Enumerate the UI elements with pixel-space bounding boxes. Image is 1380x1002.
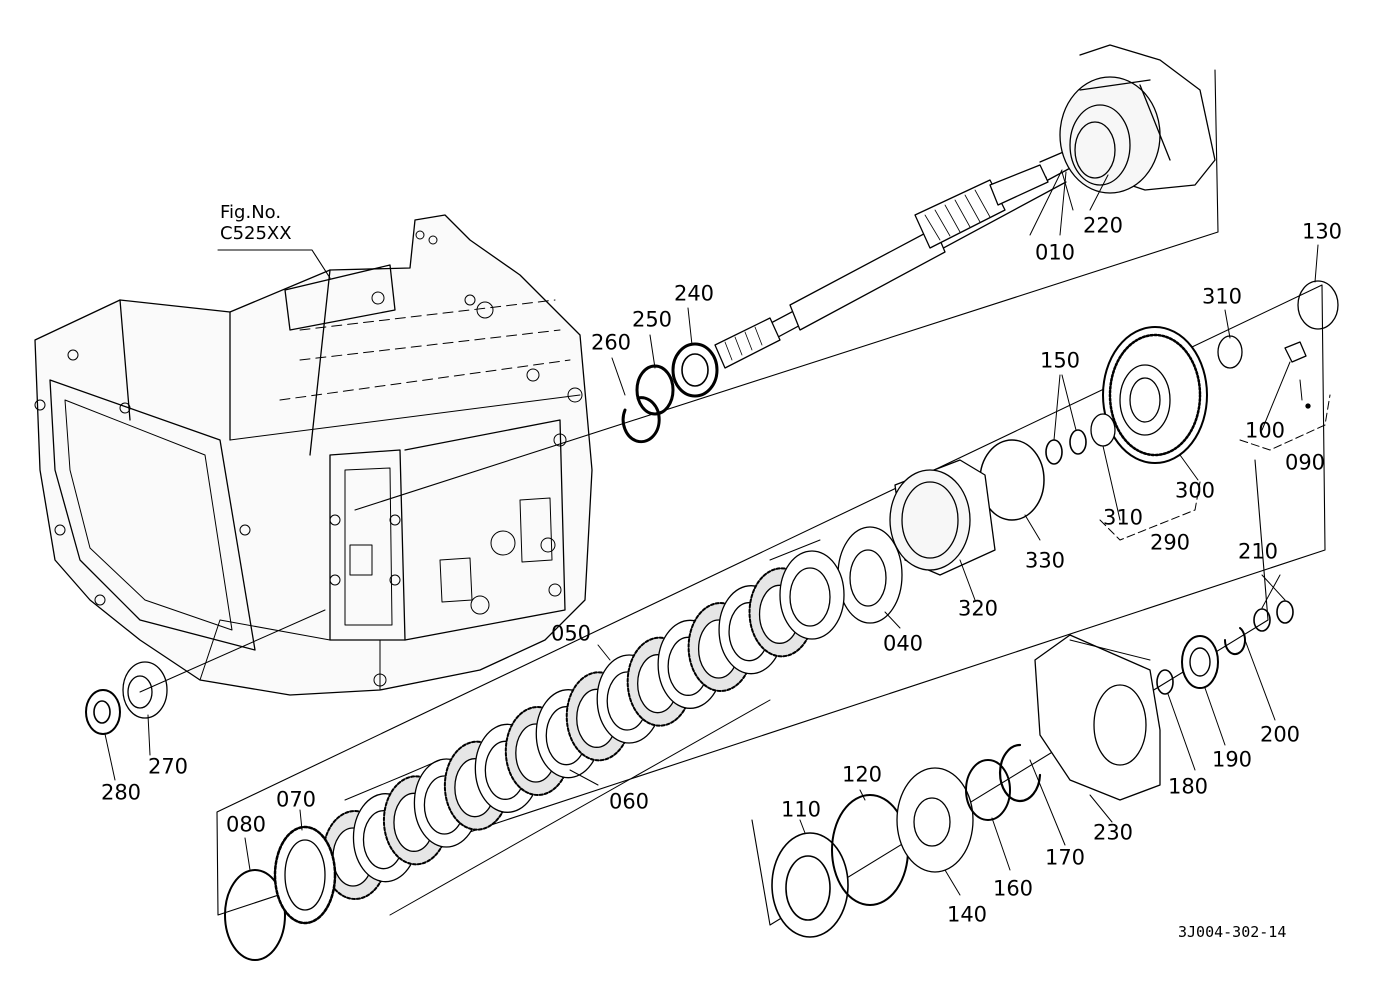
transmission-housing xyxy=(34,214,593,696)
part-label-200: 200 xyxy=(1259,722,1301,747)
part-label-210: 210 xyxy=(1237,539,1279,564)
clutch-drum-320 xyxy=(837,459,996,624)
part-label-010: 010 xyxy=(1034,240,1076,265)
leader-lines xyxy=(104,171,1319,896)
figure-ref: Fig.No. C525XX xyxy=(220,202,292,244)
part-label-130: 130 xyxy=(1301,219,1343,244)
figure-ref-leader xyxy=(217,249,331,279)
disc-bore xyxy=(789,567,831,627)
clutch-disc-pack xyxy=(322,539,845,916)
part-label-120: 120 xyxy=(841,762,883,787)
part-label-110: 110 xyxy=(780,797,822,822)
part-label-180: 180 xyxy=(1167,774,1209,799)
part-label-240: 240 xyxy=(673,281,715,306)
part-label-270: 270 xyxy=(147,754,189,779)
figure-ref-line2: C525XX xyxy=(220,222,292,244)
rings-080-070 xyxy=(224,825,337,961)
cover-housing-220 xyxy=(1059,44,1216,194)
part-label-060: 060 xyxy=(608,789,650,814)
part-label-050: 050 xyxy=(550,621,592,646)
main-shaft xyxy=(714,149,1075,369)
part-label-140: 140 xyxy=(946,902,988,927)
part-label-300: 300 xyxy=(1174,478,1216,503)
part-label-170: 170 xyxy=(1044,845,1086,870)
part-label-290: 290 xyxy=(1149,530,1191,555)
part-label-280: 280 xyxy=(100,780,142,805)
disc-pack-bracket xyxy=(344,539,821,916)
part-label-330: 330 xyxy=(1024,548,1066,573)
part-label-230: 230 xyxy=(1092,820,1134,845)
upper-bearing-rings xyxy=(621,342,719,444)
part-label-220: 220 xyxy=(1082,213,1124,238)
part-label-310-lower: 310 xyxy=(1102,505,1144,530)
seals-270-280 xyxy=(85,609,326,735)
lower-piston-assembly xyxy=(771,600,1294,938)
part-label-070: 070 xyxy=(275,787,317,812)
part-label-260: 260 xyxy=(590,330,632,355)
part-label-250: 250 xyxy=(631,307,673,332)
part-label-320: 320 xyxy=(957,596,999,621)
part-label-090: 090 xyxy=(1284,450,1326,475)
gear-assembly xyxy=(979,280,1339,541)
part-label-150: 150 xyxy=(1039,348,1081,373)
figure-ref-line1: Fig.No. xyxy=(220,202,282,223)
drawing-code: 3J004-302-14 xyxy=(1178,923,1287,941)
part-label-190: 190 xyxy=(1211,747,1253,772)
part-label-160: 160 xyxy=(992,876,1034,901)
part-label-100: 100 xyxy=(1244,418,1286,443)
part-label-040: 040 xyxy=(882,631,924,656)
assembly-outlines xyxy=(216,69,1326,926)
part-label-080: 080 xyxy=(225,812,267,837)
part-label-310-upper: 310 xyxy=(1201,284,1243,309)
